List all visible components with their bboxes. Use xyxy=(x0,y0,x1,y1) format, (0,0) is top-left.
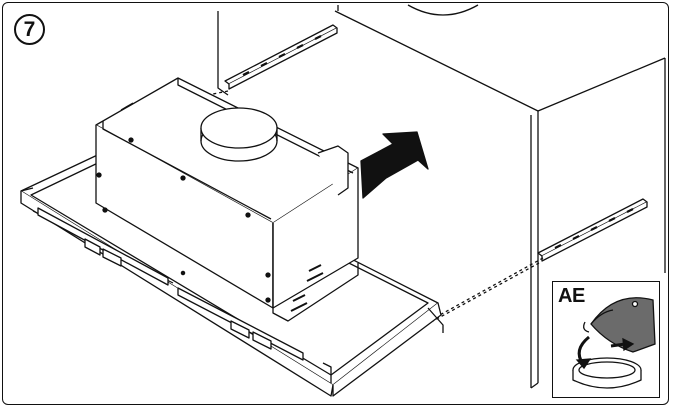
wall-cabinet-icon xyxy=(217,4,666,389)
step-number-badge: 7 xyxy=(14,14,45,45)
detail-label: AE xyxy=(558,285,585,307)
mounting-rail-icon xyxy=(537,198,648,262)
detail-inset: AE xyxy=(552,281,660,398)
instruction-panel: 7 AE xyxy=(2,2,669,405)
mounting-rail-icon xyxy=(224,24,338,90)
backflow-flap-icon xyxy=(572,297,656,389)
assembly-illustration xyxy=(20,4,666,397)
insertion-arrow-icon xyxy=(360,131,429,199)
exhaust-collar-icon xyxy=(200,107,278,162)
